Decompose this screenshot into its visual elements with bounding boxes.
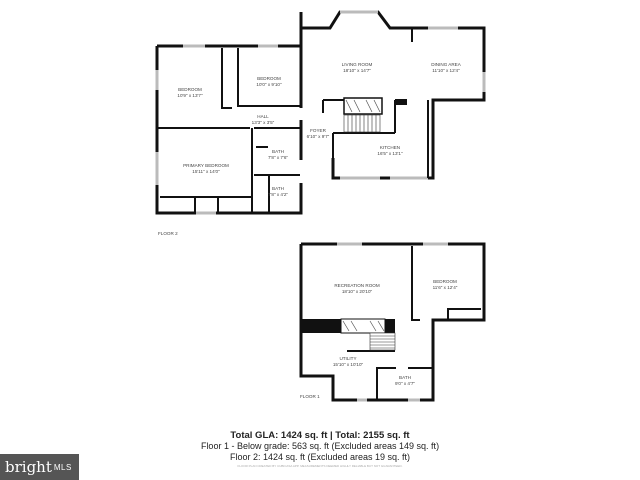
stairs — [343, 114, 381, 133]
column — [395, 99, 407, 105]
logo-suffix: MLS — [53, 462, 72, 472]
floor2-area: Floor 2: 1424 sq. ft (Excluded areas 19 … — [229, 452, 411, 462]
logo-brand: bright — [5, 458, 52, 476]
bright-mls-logo: bright MLS — [0, 454, 79, 480]
room-dims: 7'8" x 7'6" — [268, 155, 288, 160]
room-dims: 6'10" x 9'7" — [307, 134, 330, 139]
room-label: RECREATION ROOM — [334, 283, 380, 288]
closet-wall — [160, 196, 252, 213]
room-dims: 11'10" x 12'4" — [432, 68, 460, 73]
room-dims: 11'6" x 12'4" — [433, 285, 458, 290]
room-dims: 18'10" x 14'7" — [343, 68, 371, 73]
room-label: PRIMARY BEDROOM — [183, 163, 229, 168]
room-dims: 18'10" x 20'10" — [342, 289, 373, 294]
room-dims: 13'3" x 3'5" — [252, 120, 275, 125]
disclaimer: FLOOR PLAN CREATED BY CUBICASA APP. MEAS… — [237, 464, 403, 468]
stairs — [369, 332, 396, 351]
room-dims: 9'0" x 4'7" — [395, 381, 415, 386]
room-dims: 7'8" x 4'2" — [268, 192, 288, 197]
room-label: BEDROOM — [178, 87, 202, 92]
floor1-area: Floor 1 - Below grade: 563 sq. ft (Exclu… — [200, 441, 440, 451]
interior-wall — [157, 48, 300, 213]
room-dims: 15'10" x 10'10" — [333, 362, 364, 367]
floor-2-plan: BEDROOM 10'9" x 13'7" BEDROOM 10'0" x 9'… — [155, 10, 486, 236]
room-dims: 15'11" x 14'0" — [192, 169, 220, 174]
column — [301, 319, 341, 333]
room-label: FOYER — [310, 128, 327, 133]
room-dims: 16'5" x 13'1" — [377, 151, 403, 156]
wall — [299, 242, 486, 402]
interior-wall — [347, 246, 481, 400]
room-label: HALL — [257, 114, 269, 119]
area-summary: Total GLA: 1424 sq. ft | Total: 2155 sq.… — [0, 430, 640, 463]
room-label: BATH — [272, 186, 284, 191]
room-label: LIVING ROOM — [342, 62, 373, 67]
floor-1-plan: RECREATION ROOM 18'10" x 20'10" BEDROOM … — [299, 242, 486, 402]
room-label: DINING AREA — [431, 62, 462, 67]
room-dims: 10'0" x 9'10" — [256, 82, 282, 87]
fireplace — [343, 97, 383, 115]
room-label: BATH — [399, 375, 411, 380]
room-label: KITCHEN — [380, 145, 400, 150]
room-label: BEDROOM — [257, 76, 281, 81]
total-area: Total GLA: 1424 sq. ft | Total: 2155 sq.… — [230, 430, 410, 441]
room-label: BEDROOM — [433, 279, 457, 284]
room-label: UTILITY — [339, 356, 356, 361]
room-label: BATH — [272, 149, 284, 154]
floor-label: FLOOR 1 — [300, 394, 320, 399]
room-dims: 10'9" x 13'7" — [177, 93, 203, 98]
interior-wall — [322, 99, 429, 178]
floor-label: FLOOR 2 — [158, 231, 178, 236]
